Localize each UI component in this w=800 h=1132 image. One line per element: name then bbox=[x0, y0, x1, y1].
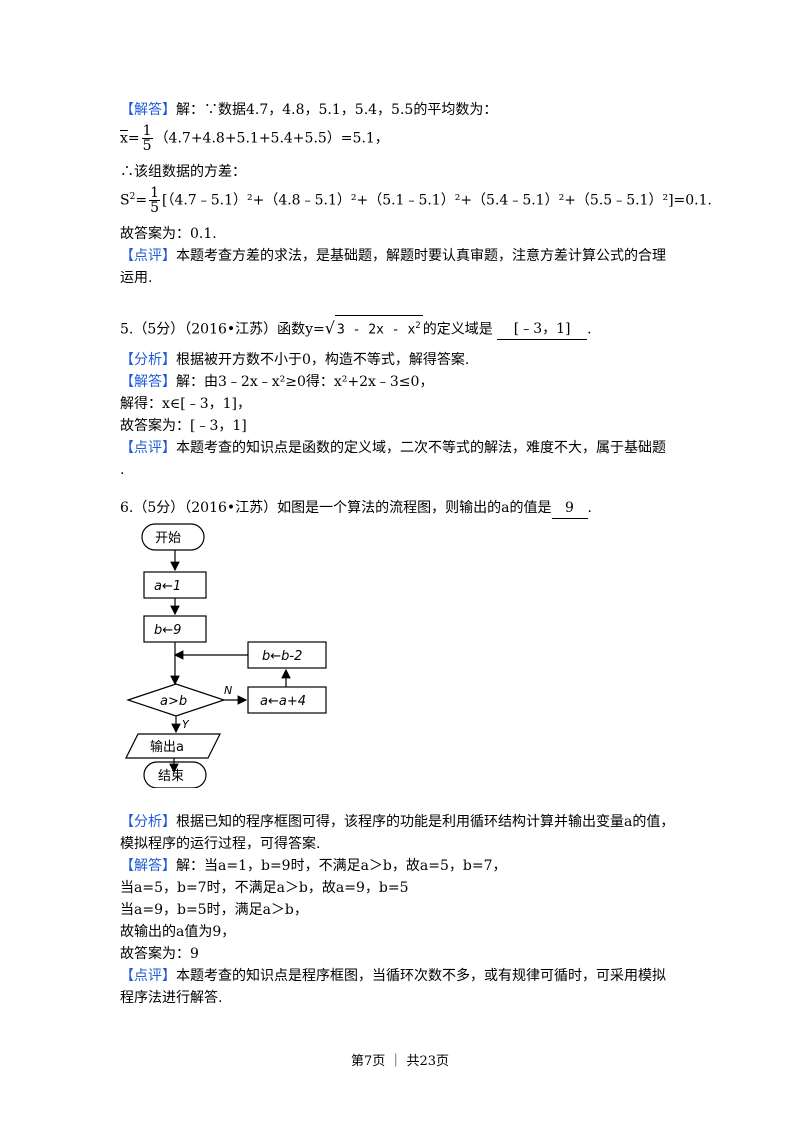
end-terminal bbox=[143, 761, 207, 788]
q6-comment-line2: 程序法进行解答. bbox=[120, 990, 223, 1006]
q6-solution-line3: 当a=9，b=5时，满足a＞b， bbox=[120, 902, 308, 918]
q5-solution-line3: 故答案为：[﹣3，1] bbox=[120, 418, 247, 434]
q5-solution-line2: 解得：x∈[﹣3，1]， bbox=[120, 396, 251, 412]
start-label: 开始 bbox=[155, 531, 181, 546]
q4-variance-intro: ∴该组数据的方差： bbox=[120, 164, 246, 180]
condition-label: a>b bbox=[160, 694, 187, 709]
q4-answer: 故答案为：0.1. bbox=[120, 226, 217, 242]
output-label: 输出a bbox=[150, 739, 184, 755]
q5-answer-blank: [﹣3，1] bbox=[497, 319, 588, 341]
q6-solution-line5: 故答案为：9 bbox=[120, 946, 199, 962]
analysis-tag: 【分析】 bbox=[120, 814, 176, 830]
yes-label: Y bbox=[182, 718, 190, 731]
solution-tag: 【解答】 bbox=[120, 374, 176, 390]
q5-comment-line2: . bbox=[120, 462, 125, 478]
end-label: 结束 bbox=[158, 769, 184, 784]
solution-tag: 【解答】 bbox=[120, 102, 176, 118]
no-label: N bbox=[224, 684, 232, 697]
q5-analysis: 【分析】根据被开方数不小于0，构造不等式，解得答案. bbox=[120, 352, 470, 368]
q6-analysis-line1: 【分析】根据已知的程序框图可得，该程序的功能是利用循环结构计算并输出变量a的值， bbox=[120, 814, 675, 830]
q5-comment-line1: 【点评】本题考查的知识点是函数的定义域，二次不等式的解法，难度不大，属于基础题 bbox=[120, 440, 666, 456]
sqrt-radicand: 3 - 2x - x2 bbox=[335, 315, 423, 340]
assign-b-label: b←9 bbox=[154, 623, 181, 638]
algorithm-flowchart: 开始 a←1 b←9 b←b-2 a>b N Y a←a+4 输出a 结束 bbox=[125, 523, 327, 788]
comment-tag: 【点评】 bbox=[120, 248, 176, 264]
comment-tag: 【点评】 bbox=[120, 968, 176, 984]
q5-solution-line1: 【解答】解：由3﹣2x﹣x²≥0得：x²+2x﹣3≤0， bbox=[120, 374, 434, 390]
solution-tag: 【解答】 bbox=[120, 858, 176, 874]
analysis-tag: 【分析】 bbox=[120, 352, 176, 368]
output-box bbox=[125, 733, 221, 759]
start-terminal bbox=[141, 523, 205, 551]
decrement-b-box bbox=[247, 641, 327, 669]
comment-tag: 【点评】 bbox=[120, 440, 176, 456]
q6-solution-line4: 故输出的a值为9， bbox=[120, 924, 236, 940]
q6-solution-line1: 【解答】解：当a=1，b=9时，不满足a＞b，故a=5，b=7， bbox=[120, 858, 507, 874]
q4-comment-line1: 【点评】本题考查方差的求法，是基础题，解题时要认真审题，注意方差计算公式的合理 bbox=[120, 248, 666, 264]
assign-a-label: a←1 bbox=[154, 579, 181, 594]
decrement-b-label: b←b-2 bbox=[262, 649, 302, 664]
q6-answer-blank: 9 bbox=[551, 498, 588, 519]
q4-comment-line2: 运用. bbox=[120, 270, 153, 286]
q6-analysis-line2: 模拟程序的运行过程，可得答案. bbox=[120, 836, 321, 852]
q4-solution-line1: 【解答】解：∵数据4.7，4.8，5.1，5.4，5.5的平均数为： bbox=[120, 102, 498, 118]
page-footer: 第7页 ｜ 共23页 bbox=[350, 1054, 450, 1069]
q6-solution-line2: 当a=5，b=7时，不满足a＞b，故a=9，b=5 bbox=[120, 880, 409, 896]
increment-a-label: a←a+4 bbox=[260, 694, 306, 709]
increment-a-box bbox=[247, 686, 327, 714]
q6-comment-line1: 【点评】本题考查的知识点是程序框图，当循环次数不多，或有规律可循时，可采用模拟 bbox=[120, 968, 666, 984]
